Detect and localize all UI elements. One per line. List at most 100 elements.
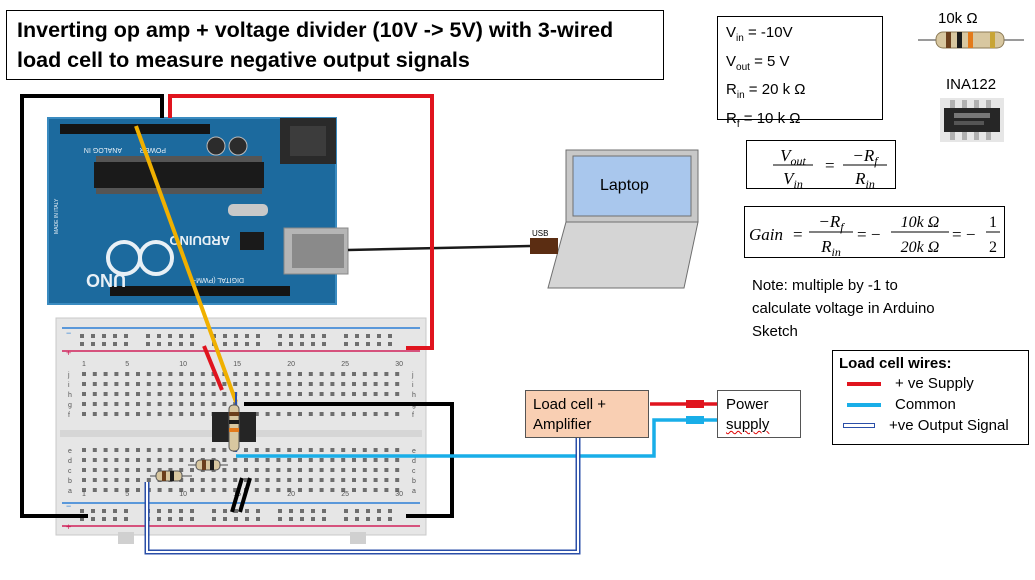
digital-label: DIGITAL (PWM~) xyxy=(190,276,244,283)
breadboard-row-letter: d xyxy=(412,458,416,465)
power-label: POWER xyxy=(140,146,166,153)
laptop xyxy=(547,149,699,289)
power-supply-box: Power supply xyxy=(717,390,801,438)
vcc-wire-red xyxy=(168,94,434,350)
arduino-board: ARDUINO UNO ANALOG IN POWER DIGITAL (PWM… xyxy=(47,117,349,305)
param-rin: Rin = 20 k Ω xyxy=(726,81,806,101)
analog-wire-yellow xyxy=(134,125,238,403)
title-line-1: Inverting op amp + voltage divider (10V … xyxy=(17,18,614,42)
f2-num3: 1 xyxy=(989,214,997,231)
f2-num1: −Rf xyxy=(818,212,845,234)
ina122-chip-picture xyxy=(940,98,1004,142)
breadboard-row-letter: d xyxy=(68,458,72,465)
f2-den2: 20k Ω xyxy=(901,239,940,256)
breadboard-column-number: 1 xyxy=(82,361,86,368)
title-box: Inverting op amp + voltage divider (10V … xyxy=(6,10,664,80)
breadboard-row-letter: h xyxy=(68,392,72,399)
svg-text:+: + xyxy=(66,522,71,532)
breadboard-column-number: 20 xyxy=(287,361,295,368)
note-line-3: Sketch xyxy=(752,323,798,340)
breadboard-row-letter: f xyxy=(68,412,70,419)
breadboard-row-letter: c xyxy=(68,468,72,475)
jumper-black-b xyxy=(238,477,252,513)
breadboard-row-letter: a xyxy=(412,488,416,495)
resistor-label: 10k Ω xyxy=(938,10,978,27)
svg-text:+: + xyxy=(66,348,71,358)
breadboard-row-letter: f xyxy=(412,412,414,419)
breadboard-column-number: 15 xyxy=(233,361,241,368)
breadboard-row-letter: i xyxy=(412,382,414,389)
arduino-model-text: UNO xyxy=(86,270,126,290)
breadboard-components xyxy=(150,404,256,482)
usb-cable xyxy=(347,244,531,252)
breadboard-column-number: 30 xyxy=(395,491,403,498)
breadboard-column-number: 25 xyxy=(341,491,349,498)
breadboard-row-letter: c xyxy=(412,468,416,475)
breadboard-column-number: 20 xyxy=(287,491,295,498)
breadboard-row-letter: j xyxy=(67,372,70,379)
usb-label: USB xyxy=(532,229,549,238)
breadboard-column-number: 1 xyxy=(82,491,86,498)
breadboard-row-letter: h xyxy=(412,392,416,399)
resistor-picture xyxy=(918,31,1024,49)
param-vout: Vout = 5 V xyxy=(726,52,790,73)
breadboard-row-letter: e xyxy=(68,448,72,455)
legend-swatch-double-blue xyxy=(843,423,875,428)
resistor-horizontal-1 xyxy=(155,470,183,482)
svg-text:−: − xyxy=(66,328,71,338)
legend-swatch-red xyxy=(847,381,881,386)
made-in-label: MADE IN ITALY xyxy=(54,198,60,234)
breadboard-column-number: 5 xyxy=(125,361,129,368)
breadboard-row-letter: i xyxy=(68,382,70,389)
title-line-2: load cell to measure negative output sig… xyxy=(17,48,470,72)
gnd-wire-black-left xyxy=(20,94,164,518)
f2-gain-word: Gain xyxy=(749,225,783,244)
f1-rhs-denominator: Rin xyxy=(854,169,875,190)
load-cell-line-1: Load cell + xyxy=(533,396,606,413)
param-rf: Rf = 10 k Ω xyxy=(726,109,801,130)
parameter-box: Vin = -10V Vout = 5 V Rin = 20 k Ω Rf = … xyxy=(717,16,883,130)
arduino-brand-text: ARDUINO xyxy=(169,233,230,248)
breadboard-column-number: 10 xyxy=(179,361,187,368)
formula-vout-over-vin: Vout Vin = −Rf Rin xyxy=(773,146,887,191)
note-text: Note: multiple by -1 to calculate voltag… xyxy=(752,274,992,343)
svg-text:=: = xyxy=(793,225,803,244)
analog-in-label: ANALOG IN xyxy=(84,146,122,153)
chip-supply-red-short xyxy=(202,345,224,391)
f2-den1: Rin xyxy=(820,237,841,259)
usb-plug xyxy=(530,238,558,254)
legend-item-common: Common xyxy=(839,394,1022,415)
crystal xyxy=(228,204,268,216)
laptop-label: Laptop xyxy=(600,177,649,194)
gnd-wire-black-right xyxy=(244,402,454,518)
formula-gain: Gain = −Rf Rin = − 10k Ω 20k Ω = − 1 2 xyxy=(749,212,1000,259)
f1-lhs-denominator: Vin xyxy=(783,169,803,190)
f1-equals: = xyxy=(825,156,835,175)
svg-text:−: − xyxy=(66,501,71,511)
formula-gain-box: Gain = −Rf Rin = − 10k Ω 20k Ω = − 1 2 xyxy=(744,206,1005,259)
svg-text:= −: = − xyxy=(857,225,880,244)
param-vin: Vin = -10V xyxy=(726,24,793,44)
breadboard-row-letter: j xyxy=(411,372,414,379)
breadboard-column-number: 5 xyxy=(125,491,129,498)
load-cell-line-2: Amplifier xyxy=(533,416,592,433)
breadboard-column-number: 25 xyxy=(341,361,349,368)
output-signal-wire-inner xyxy=(146,438,579,553)
breadboard-column-number: 10 xyxy=(179,491,187,498)
resistor-horizontal-2 xyxy=(195,459,221,471)
breadboard-row-letter: b xyxy=(412,478,416,485)
f2-num2: 10k Ω xyxy=(901,214,940,231)
breadboard-row-letter: a xyxy=(68,488,72,495)
breadboard-row-letter: g xyxy=(68,402,72,409)
atmega-chip xyxy=(94,162,264,188)
note-line-2: calculate voltage in Arduino xyxy=(752,300,935,317)
jumper-black-a xyxy=(230,477,244,513)
legend-item-output: +ve Output Signal xyxy=(839,415,1022,436)
f1-rhs-numerator: −Rf xyxy=(852,146,879,168)
legend-item-supply: + ve Supply xyxy=(839,373,1022,394)
f2-den3: 2 xyxy=(989,239,997,256)
supply-connector xyxy=(686,400,704,408)
ina122-label: INA122 xyxy=(946,76,997,93)
common-connector xyxy=(686,416,704,424)
